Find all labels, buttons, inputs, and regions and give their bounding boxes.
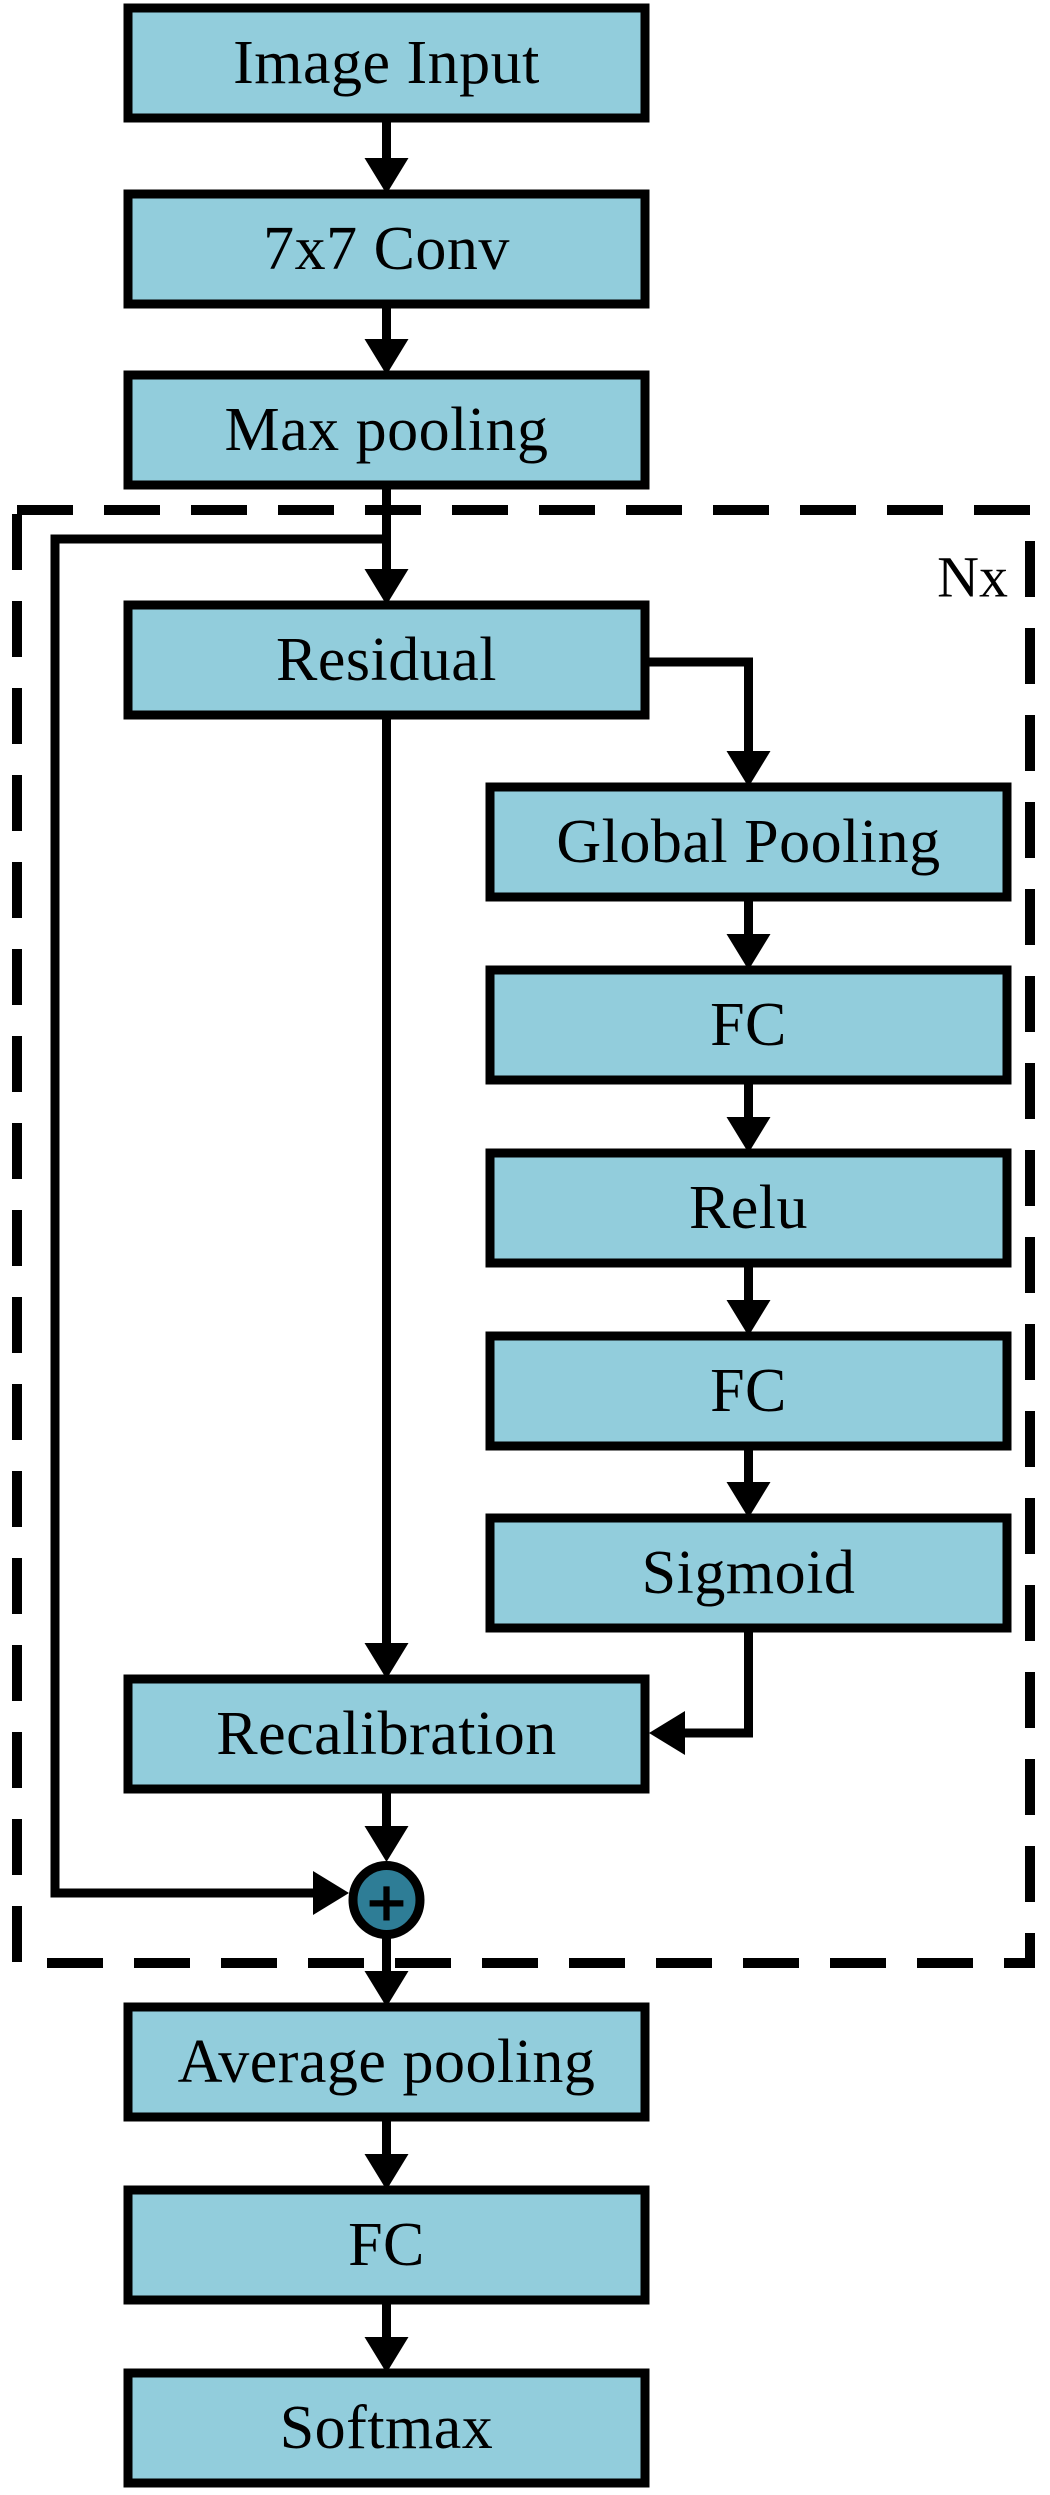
node-fc-se1-box	[485, 965, 1012, 1085]
edge-conv-maxpooling	[364, 304, 409, 375]
node-global-pooling-box	[485, 782, 1012, 902]
node-sum-operator: +	[348, 1861, 425, 1939]
node-sigmoid: Sigmoid	[485, 1513, 1012, 1633]
node-residual-box	[123, 600, 650, 720]
node-sigmoid-label: Sigmoid	[642, 1539, 856, 1607]
node-average-pooling: Average pooling	[123, 2002, 650, 2122]
edge-relu-fc2	[726, 1263, 771, 1336]
node-fc-out-label: FC	[348, 2211, 425, 2279]
node-average-pooling-label: Average pooling	[178, 2028, 596, 2096]
node-fc-out-box	[123, 2185, 650, 2305]
edge-maxpooling-residual	[364, 485, 409, 605]
edge-imageinput-conv	[364, 118, 409, 194]
node-global-pooling: Global Pooling	[485, 782, 1012, 902]
edge-skip-connection	[50, 534, 387, 1915]
sum-circle	[348, 1861, 425, 1939]
edge-residual-globalpooling	[645, 657, 771, 787]
node-conv7x7-label: 7x7 Conv	[263, 215, 510, 283]
node-image-input-label: Image Input	[233, 29, 540, 97]
node-global-pooling-label: Global Pooling	[556, 808, 940, 876]
node-fc-se2-box	[485, 1331, 1012, 1451]
node-recalibration-box	[123, 1674, 650, 1794]
sum-plus-icon: +	[364, 1871, 409, 1934]
node-softmax: Softmax	[123, 2368, 650, 2488]
edge-fc1-relu	[726, 1080, 771, 1153]
edge-sigmoid-recalibration	[649, 1628, 753, 1755]
edge-averagepooling-fc3	[364, 2117, 409, 2190]
node-max-pooling-box	[123, 370, 650, 490]
edge-globalpooling-fc1	[726, 897, 771, 970]
node-sigmoid-box	[485, 1513, 1012, 1633]
edge-residual-recalibration	[364, 715, 409, 1679]
node-softmax-label: Softmax	[280, 2394, 494, 2462]
node-residual-label: Residual	[276, 626, 497, 694]
node-fc-out: FC	[123, 2185, 650, 2305]
node-conv7x7: 7x7 Conv	[123, 189, 650, 309]
edge-recalibration-sum	[364, 1789, 409, 1862]
node-softmax-box	[123, 2368, 650, 2488]
node-relu-box	[485, 1148, 1012, 1268]
node-max-pooling-label: Max pooling	[224, 396, 548, 464]
node-recalibration-label: Recalibration	[216, 1700, 556, 1768]
node-max-pooling: Max pooling	[123, 370, 650, 490]
edge-fc3-softmax	[364, 2300, 409, 2373]
node-recalibration: Recalibration	[123, 1674, 650, 1794]
edge-fc2-sigmoid	[726, 1446, 771, 1518]
node-image-input-box	[123, 3, 650, 123]
node-fc-se2: FC	[485, 1331, 1012, 1451]
node-fc-se1: FC	[485, 965, 1012, 1085]
repeat-count-label: Nx	[937, 545, 1008, 610]
edge-sum-averagepooling	[364, 1938, 409, 2007]
node-average-pooling-box	[123, 2002, 650, 2122]
node-relu-label: Relu	[689, 1174, 808, 1242]
node-fc-se2-label: FC	[710, 1357, 787, 1425]
node-image-input: Image Input	[123, 3, 650, 123]
node-fc-se1-label: FC	[710, 991, 787, 1059]
node-relu: Relu	[485, 1148, 1012, 1268]
repeat-block-dashed-border	[12, 505, 1035, 1968]
node-residual: Residual	[123, 600, 650, 720]
node-conv7x7-box	[123, 189, 650, 309]
